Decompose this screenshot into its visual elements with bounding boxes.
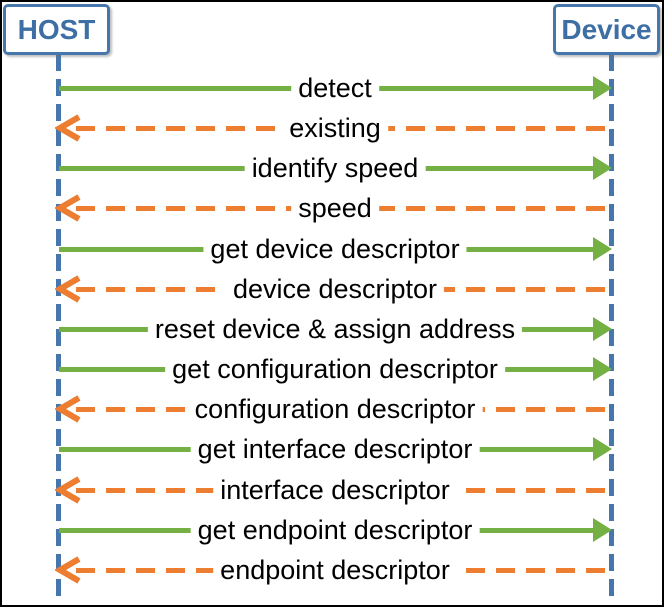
arrowhead-right-icon [593,156,612,181]
arrowhead-left-icon [54,114,81,142]
arrowhead-left-icon [54,395,81,423]
message-label: get configuration descriptor [165,353,505,386]
message-label: existing [282,112,388,145]
message-label: get device descriptor [203,232,467,265]
actor-label-device: Device [561,13,652,45]
message-label: get endpoint descriptor [190,513,480,546]
arrowhead-left-icon [54,194,81,223]
arrowhead-right-icon [593,517,612,542]
message-label: device descriptor [225,272,445,305]
message-label: configuration descriptor [187,393,483,426]
arrowhead-left-icon [54,556,81,584]
lifeline-host [56,54,61,604]
arrowhead-right-icon [593,76,612,100]
arrowhead-right-icon [593,316,612,341]
arrowhead-right-icon [593,236,612,261]
arrowhead-right-icon [593,357,612,382]
arrowhead-left-icon [54,275,81,303]
message-label: get interface descriptor [190,433,480,466]
message-label: identify speed [244,152,426,185]
message-label: interface descriptor [213,473,457,506]
actor-box-host: HOST [3,4,110,55]
arrowhead-left-icon [54,475,81,504]
message-label: detect [291,72,379,104]
message-label: endpoint descriptor [213,553,457,586]
message-label: reset device & assign address [147,312,523,345]
arrowhead-right-icon [593,437,612,462]
actor-label-host: HOST [17,13,96,45]
actor-box-device: Device [553,4,660,55]
message-label: speed [291,192,379,225]
